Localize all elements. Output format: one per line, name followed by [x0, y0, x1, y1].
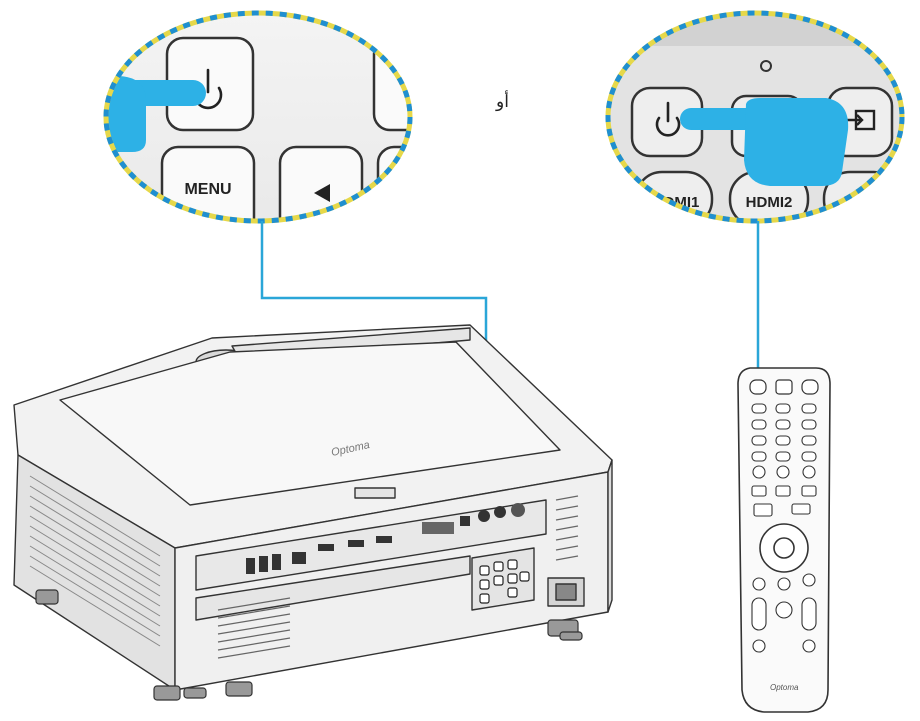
remote-key-grid [751, 403, 817, 517]
menu-key-label: MENU [184, 181, 231, 198]
projector-illustration: Optoma [13, 324, 613, 701]
projector-feet [35, 589, 583, 701]
or-connector-label: أو [496, 92, 509, 112]
remote-control-illustration: Optoma [737, 367, 831, 713]
left-arrow-icon [314, 184, 330, 202]
pointing-hand-icon-remote [680, 98, 849, 186]
io-ports [246, 503, 525, 574]
pointing-hand-icon [106, 76, 206, 152]
power-icon-remote [655, 101, 681, 137]
hdmi2-label: HDMI2 [746, 194, 793, 211]
source-input-icon [846, 109, 876, 131]
remote-top-zoom: HDMI1 HDMI2 HD [605, 10, 905, 224]
projector-keypad-zoom: MENU [103, 10, 413, 224]
remote-brand-logo: Optoma [770, 683, 799, 692]
front-vent-grille [217, 597, 291, 659]
remote-led-indicator [760, 60, 772, 72]
